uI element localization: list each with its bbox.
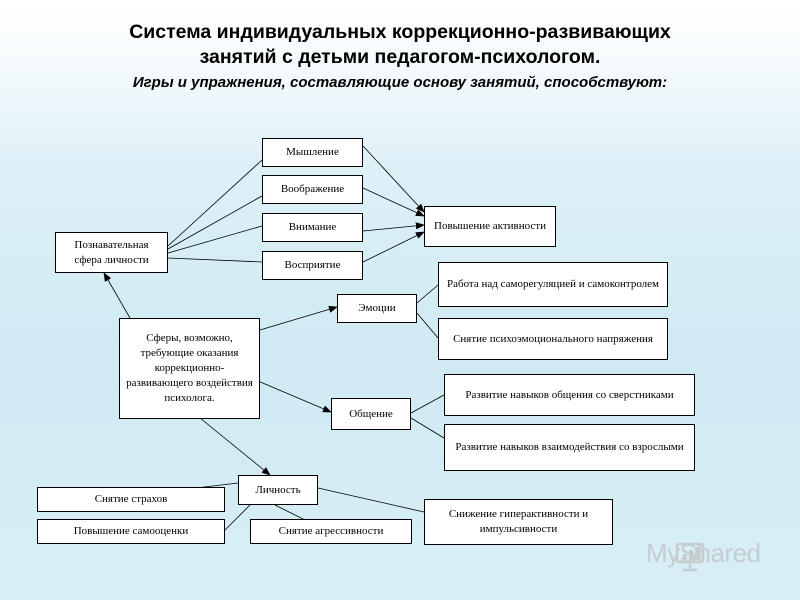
arrow-sfery-lichnost	[199, 417, 271, 476]
line-lichnost-agressivnost	[274, 504, 306, 521]
line-emocii-samoregulyaciya	[416, 284, 439, 304]
node-lichnost: Личность	[238, 475, 318, 505]
node-napryazhenie: Снятие психоэмоционального напряжения	[438, 318, 668, 360]
node-strahi: Снятие страхов	[37, 487, 225, 512]
line-obshchenie-vzroslye	[410, 417, 445, 439]
title-line-2: занятий с детьми педагогом-психологом.	[199, 46, 601, 68]
line-lichnost-samoocenka	[223, 504, 251, 532]
slide-subtitle: Игры и упражнения, составляющие основу з…	[132, 74, 668, 91]
node-poznavatelnaya: Познавательная сфера личности	[55, 232, 168, 273]
node-vnimanie: Внимание	[262, 213, 363, 242]
node-vospriyatie: Восприятие	[262, 251, 363, 280]
arrow-vospriyatie-aktivnost	[362, 231, 425, 263]
line-poznavatelnaya-vospriyatie	[167, 257, 263, 263]
arrow-voobrazhenie-aktivnost	[362, 187, 425, 217]
line-poznavatelnaya-vnimanie	[167, 225, 263, 254]
node-emocii: Эмоции	[337, 294, 417, 323]
arrow-myshlenie-aktivnost	[362, 145, 425, 213]
line-emocii-napryazhenie	[416, 312, 439, 339]
node-sverstniki: Развитие навыков общения со сверстниками	[444, 374, 695, 416]
node-voobrazhenie: Воображение	[262, 175, 363, 204]
line-poznavatelnaya-voobrazhenie	[167, 195, 263, 250]
node-sfery: Сферы, возможно, требующие оказания корр…	[119, 318, 260, 419]
node-agressivnost: Снятие агрессивности	[250, 519, 412, 544]
node-myshlenie: Мышление	[262, 138, 363, 167]
node-samoocenka: Повышение самооценки	[37, 519, 225, 544]
myshared-watermark: MyShared	[646, 538, 761, 568]
myshared-logo-icon	[675, 542, 705, 572]
arrow-vnimanie-aktivnost	[362, 222, 425, 232]
line-lichnost-giperaktivnost	[317, 487, 425, 513]
node-vzroslye: Развитие навыков взаимодействия со взрос…	[444, 424, 695, 471]
node-samoregulyaciya: Работа над саморегуляцией и самоконтроле…	[438, 262, 668, 307]
line-poznavatelnaya-myshlenie	[167, 159, 263, 247]
arrow-sfery-obshchenie	[257, 380, 332, 413]
node-giperaktivnost: Снижение гиперактивности и импульсивност…	[424, 499, 613, 545]
node-obshchenie: Общение	[331, 398, 411, 430]
arrow-sfery-emocii	[259, 305, 338, 331]
title-line-1: Система индивидуальных коррекционно-разв…	[129, 21, 671, 43]
node-aktivnost: Повышение активности	[424, 206, 556, 247]
slide-title: Система индивидуальных коррекционно-разв…	[20, 20, 780, 70]
line-obshchenie-sverstniki	[410, 394, 445, 414]
arrow-sfery-poznavatelnaya	[103, 272, 131, 319]
